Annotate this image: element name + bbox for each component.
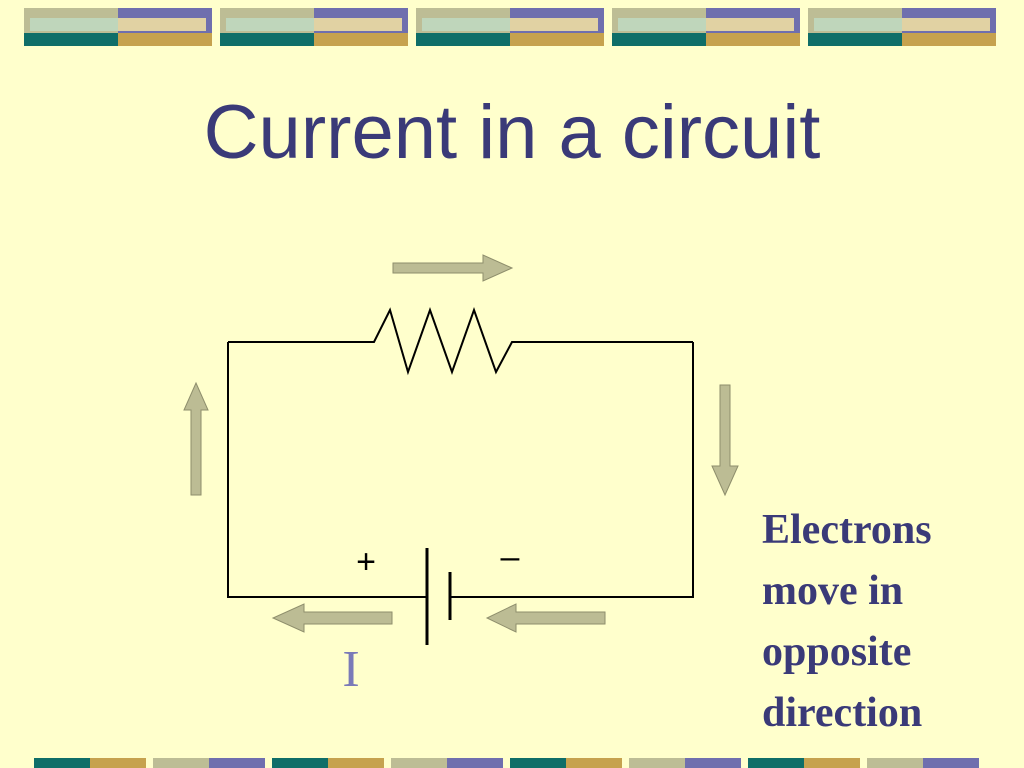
circuit-wire-top [228, 307, 693, 376]
note-line-3: opposite [762, 629, 912, 675]
note-line-4: direction [762, 690, 923, 736]
arrow-down-right [711, 384, 739, 497]
circuit-wire-left [227, 342, 426, 598]
note-line-2: move in [762, 568, 904, 614]
arrow-right-top [392, 254, 514, 282]
battery-positive-symbol: + [356, 543, 376, 581]
circuit-wire-right [518, 342, 694, 598]
battery-negative-symbol: – [501, 538, 520, 576]
arrow-left-bottom-left [271, 603, 393, 633]
electron-direction-note: Electrons move in opposite direction [762, 500, 1002, 744]
bottom-decorative-band [34, 758, 979, 768]
current-label: I [342, 641, 359, 698]
note-line-1: Electrons [762, 507, 932, 553]
slide-title: Current in a circuit [203, 90, 821, 175]
arrow-left-bottom-right [485, 603, 606, 633]
arrow-up-left [183, 381, 209, 496]
